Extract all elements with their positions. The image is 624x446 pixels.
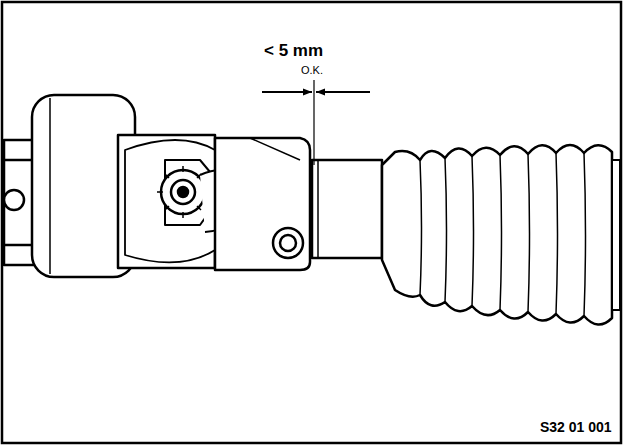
- dimension-label: < 5 mm: [264, 42, 323, 59]
- figure-number: S32 01 001: [540, 420, 612, 434]
- note-label: O.K.: [301, 65, 323, 76]
- dimension-arrows: [262, 80, 370, 165]
